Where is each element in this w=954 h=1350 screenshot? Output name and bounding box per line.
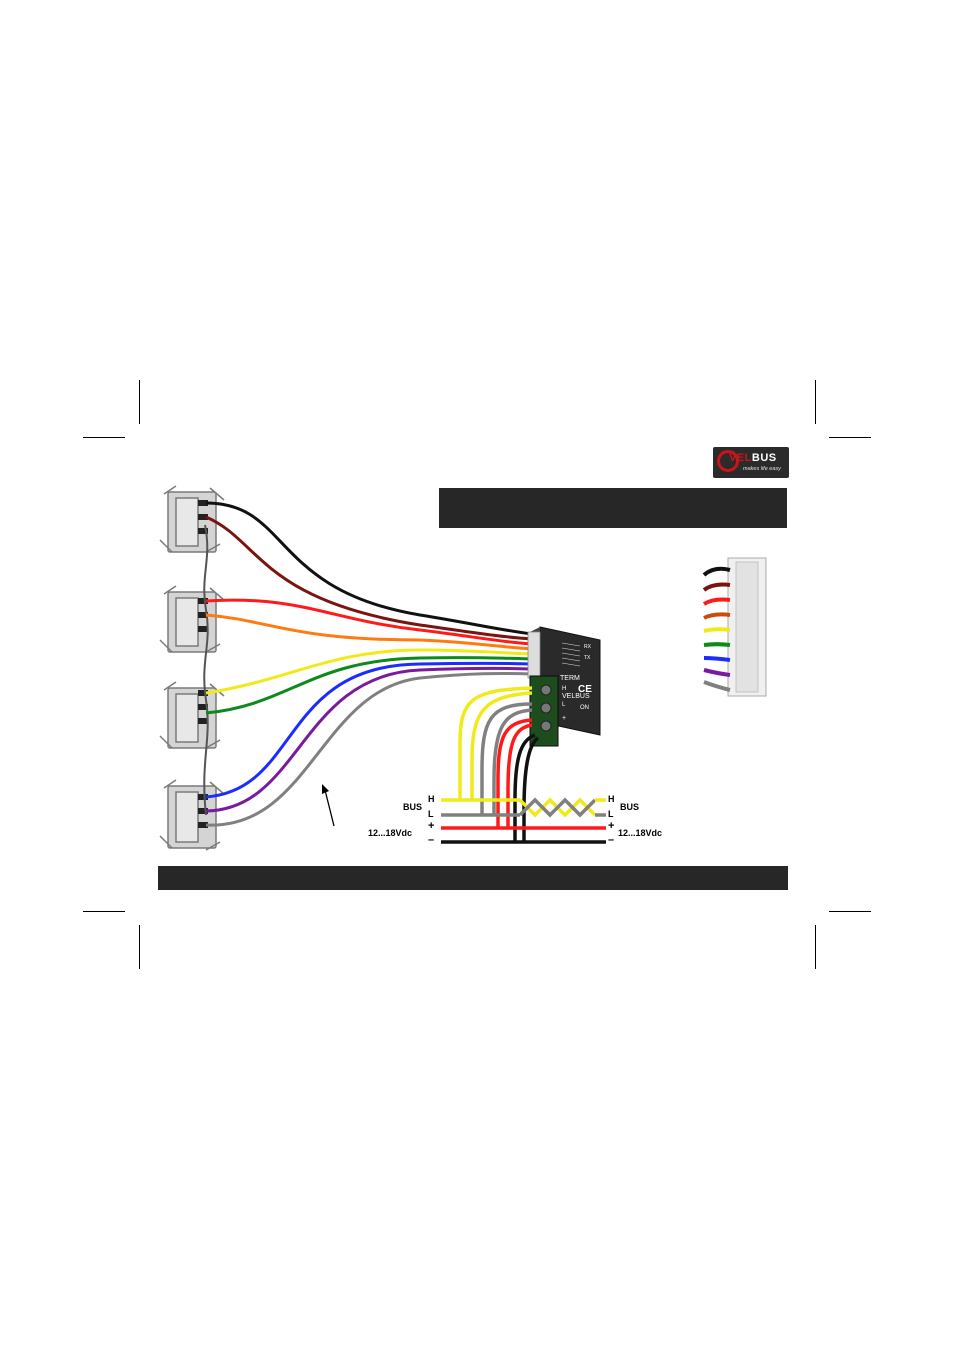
vmb8pbu-module: TERM VELBUS H L ON + – RX TX VMB8PBU CE <box>527 626 601 747</box>
pushbutton-switch-2 <box>159 585 225 653</box>
bus-wire-red-a <box>496 718 533 828</box>
bus-h-label-right: H <box>608 794 615 804</box>
module-l-label: L <box>562 702 566 708</box>
bus-l-label-right: L <box>608 809 614 819</box>
wire-grey <box>205 671 533 827</box>
pushbutton-switch-3 <box>159 681 225 749</box>
module-minus-label: – <box>562 725 566 732</box>
bus-label-right: BUS <box>620 802 640 812</box>
pushbutton-switches <box>159 485 225 851</box>
supply-minus-label-left: – <box>428 834 435 846</box>
bus-wire-grey-b <box>492 708 533 815</box>
common-wire <box>203 524 209 816</box>
bus-wire-yellow-a <box>458 686 533 800</box>
crop-mark-bottom-left-vertical <box>139 925 140 969</box>
wire-green <box>205 656 533 715</box>
module-h-label: H <box>562 686 566 692</box>
module-tx-label: TX <box>584 655 591 661</box>
bus-termination-twist-l <box>518 797 597 818</box>
module-rx-label: RX <box>584 644 592 650</box>
title-bar <box>439 488 787 528</box>
wire-yellow <box>205 648 533 695</box>
bus-wire-red-b <box>506 723 533 828</box>
pushbutton-switch-4 <box>159 779 225 851</box>
supply-voltage-label-right: 12...18Vdc <box>618 828 663 838</box>
module-ce-mark: CE <box>578 684 592 695</box>
crop-mark-top-left-vertical <box>139 380 140 424</box>
supply-plus-label-right: + <box>608 820 615 832</box>
bus-l-label-left: L <box>428 809 434 819</box>
logo-wordmark: VELBUS <box>729 452 777 464</box>
velbus-logo: VELBUS makes life easy <box>713 447 789 478</box>
wire-orange <box>205 613 533 651</box>
logo-ring-icon <box>717 450 739 472</box>
supply-plus-label-left: + <box>428 820 435 832</box>
wire-blue <box>205 661 533 799</box>
signal-wires <box>205 501 533 827</box>
crop-mark-top-left-horizontal <box>83 437 125 438</box>
module-on-label: ON <box>580 705 589 711</box>
module-term-label: TERM <box>560 675 580 682</box>
bus-h-label-left: H <box>428 794 435 804</box>
module-plus-label: + <box>562 715 566 722</box>
connector-detail <box>702 557 767 697</box>
wire-brown <box>205 515 533 641</box>
supply-minus-label-right: – <box>608 834 615 846</box>
pushbutton-switch-1 <box>159 485 225 553</box>
pointer-arrow <box>322 784 335 827</box>
crop-mark-bottom-left-horizontal <box>83 911 125 912</box>
module-bus-label: VELBUS <box>562 693 590 700</box>
footer-bar <box>158 866 788 890</box>
crop-mark-bottom-right-horizontal <box>829 911 871 912</box>
crop-mark-top-right-vertical <box>815 380 816 424</box>
crop-mark-top-right-horizontal <box>829 437 871 438</box>
logo-tagline: makes life easy <box>743 466 781 472</box>
bus-lines <box>441 797 606 844</box>
crop-mark-bottom-right-vertical <box>815 925 816 969</box>
bus-wire-yellow-b <box>470 691 533 800</box>
bus-wires <box>458 686 540 842</box>
supply-voltage-label-left: 12...18Vdc <box>368 828 413 838</box>
module-model-label: VMB8PBU <box>566 736 590 742</box>
wire-red <box>205 598 533 646</box>
module-connector <box>527 631 541 679</box>
wire-purple <box>205 666 533 813</box>
bus-wire-grey-a <box>480 702 533 815</box>
wire-black <box>205 501 533 636</box>
bus-label-left: BUS <box>403 802 423 812</box>
